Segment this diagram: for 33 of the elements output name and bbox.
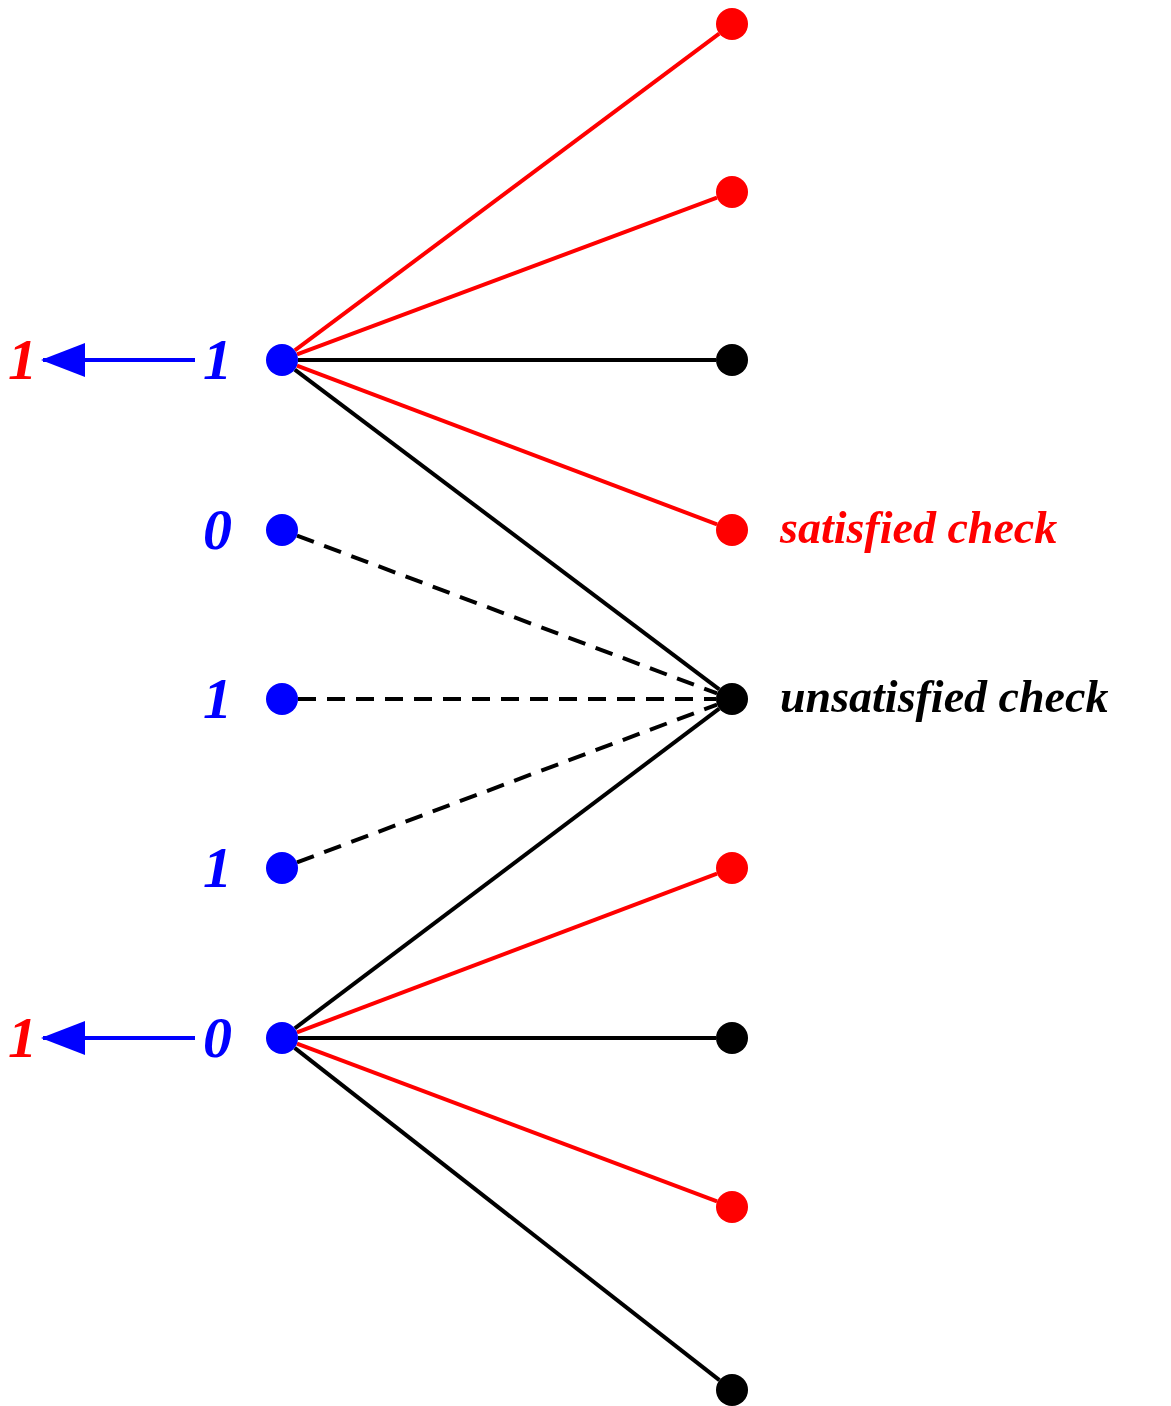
variable-value: 1 xyxy=(203,834,232,902)
check-node-dot xyxy=(716,1022,748,1054)
variable-value: 1 xyxy=(203,665,232,733)
check-node-dot xyxy=(716,852,748,884)
arrow xyxy=(41,1021,195,1055)
edge-line xyxy=(296,871,718,1035)
flipped-value: 1 xyxy=(8,325,37,395)
arrow xyxy=(41,343,195,377)
check-node-dot xyxy=(716,176,748,208)
flipped-value: 1 xyxy=(8,1003,37,1073)
edge-line xyxy=(296,363,718,527)
edge-line xyxy=(293,368,721,691)
edge-line xyxy=(296,1041,718,1204)
check-node-dot xyxy=(716,1374,748,1406)
edge-line xyxy=(293,1046,721,1382)
edge-line xyxy=(293,31,721,353)
check-node-dot xyxy=(716,1191,748,1223)
edge-line xyxy=(296,195,718,357)
check-caption: unsatisfied check xyxy=(780,670,1109,724)
check-caption: satisfied check xyxy=(780,501,1058,555)
check-node-dot xyxy=(716,514,748,546)
variable-value: 0 xyxy=(203,496,232,564)
check-node-dot xyxy=(716,683,748,715)
edge-line xyxy=(293,707,721,1030)
check-node-dot xyxy=(716,344,748,376)
edge-line xyxy=(298,1036,716,1040)
dashed-edge xyxy=(296,533,718,696)
edge-line xyxy=(298,358,716,362)
check-node-dot xyxy=(716,8,748,40)
variable-value: 0 xyxy=(203,1004,232,1072)
dashed-edge xyxy=(296,702,718,865)
dashed-edge xyxy=(298,697,716,701)
variable-value: 1 xyxy=(203,326,232,394)
